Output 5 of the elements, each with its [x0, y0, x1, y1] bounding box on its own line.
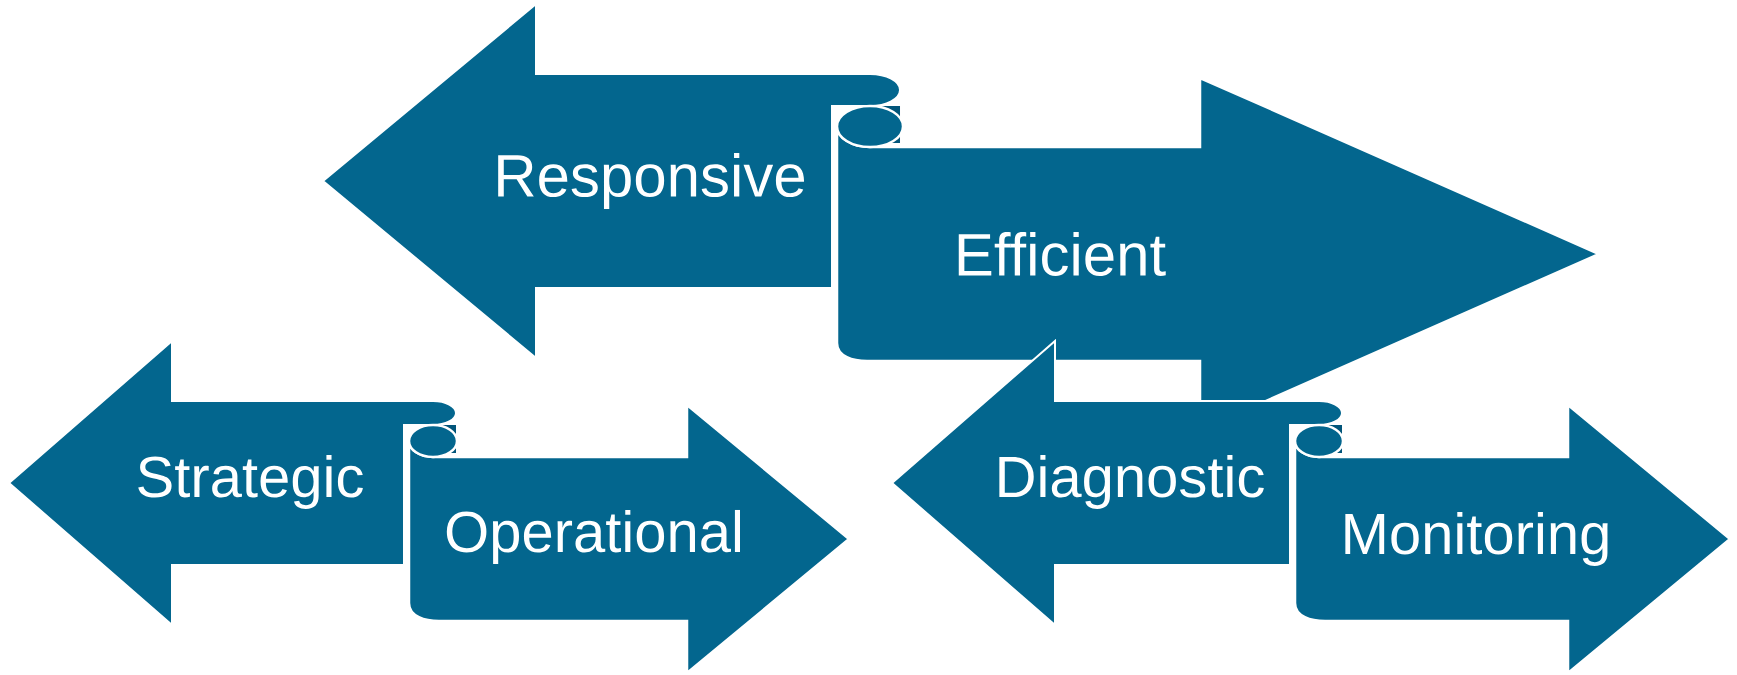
ribbon-banner: Efficient: [835, 76, 1601, 432]
ribbon-banner: Diagnostic: [891, 340, 1343, 626]
ribbon-banner: Responsive: [322, 3, 901, 359]
ribbon-banner: Operational: [407, 403, 851, 675]
ribbon-banner: Monitoring: [1293, 403, 1732, 675]
